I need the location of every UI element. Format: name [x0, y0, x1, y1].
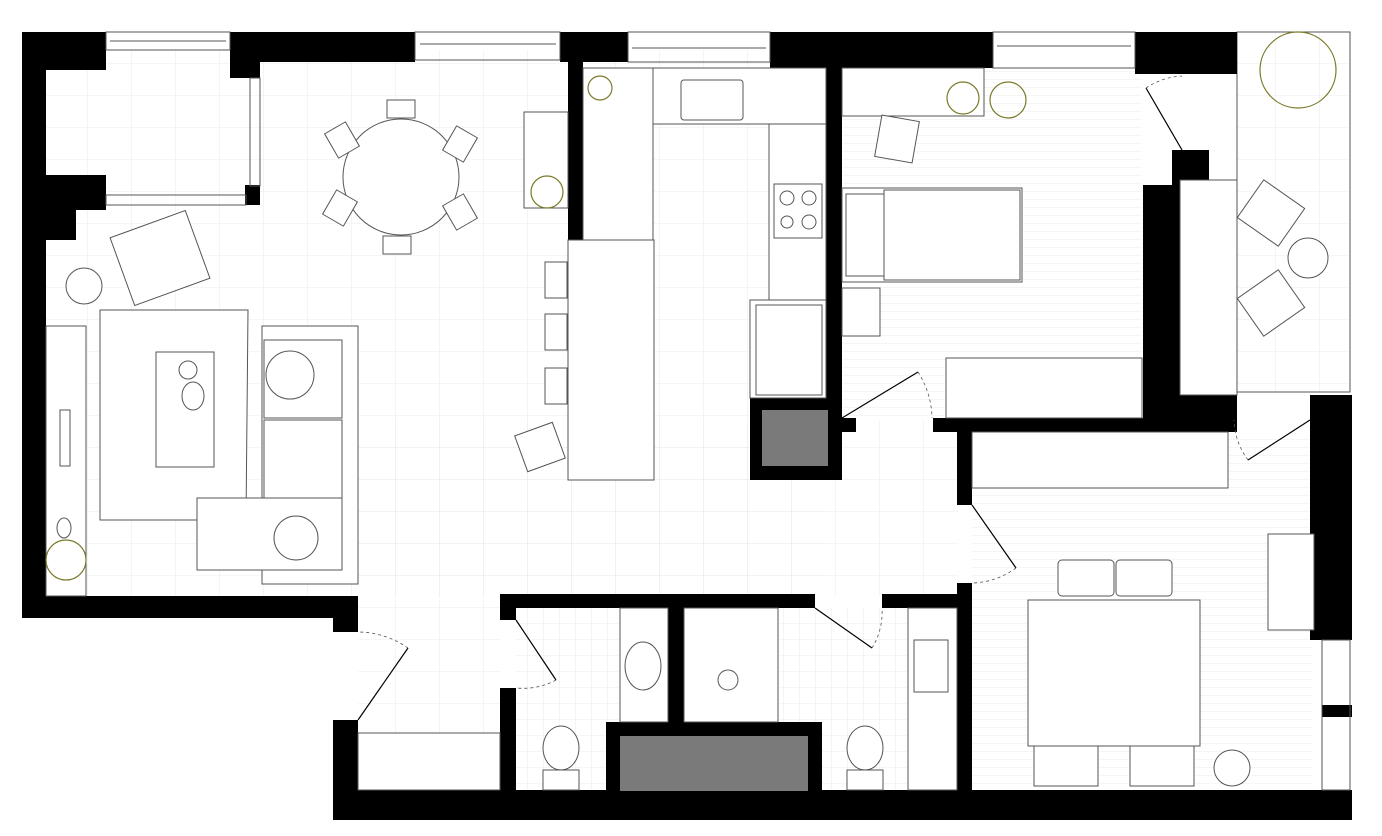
bed-icon [841, 187, 1023, 283]
washbasin-icon [619, 607, 958, 791]
toilet-icon [542, 725, 884, 791]
shaft [606, 398, 842, 795]
wardrobe-icon [357, 357, 1229, 791]
bed-icon [1027, 559, 1201, 787]
kitchen-sink-icon [680, 79, 744, 121]
balcony-furniture [1179, 179, 1329, 396]
dining-table-icon [321, 99, 479, 255]
window-icon [105, 31, 1351, 791]
desk [841, 67, 985, 117]
plant-icon [45, 31, 1337, 581]
side-table-icon [65, 267, 103, 305]
door-swing-icon [357, 75, 1311, 721]
kitchen-counter [523, 67, 827, 481]
side-table-icon [1213, 749, 1251, 787]
desk [1267, 533, 1315, 631]
coffee-table-icon [155, 351, 215, 468]
desk [841, 287, 881, 337]
desk-chair [874, 114, 920, 164]
tv-unit [45, 325, 87, 597]
cooktop-icon [773, 183, 823, 239]
sofa-icon [196, 325, 359, 585]
bar-stool [514, 261, 568, 473]
armchair-icon [109, 209, 211, 307]
